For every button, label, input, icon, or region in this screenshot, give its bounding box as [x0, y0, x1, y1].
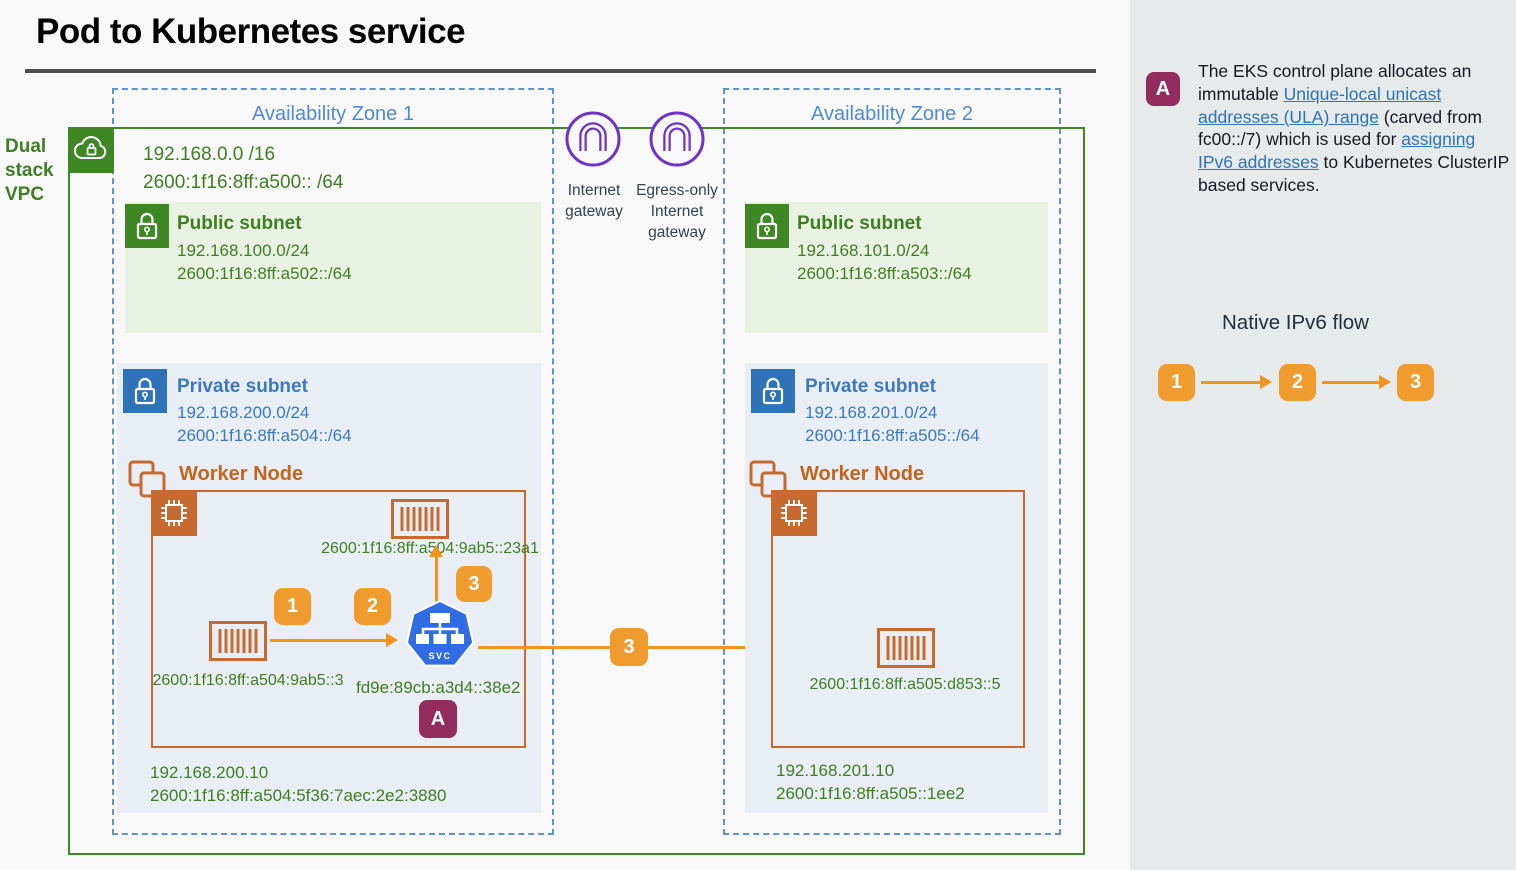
source-pod-address: 2600:1f16:8ff:a504:9ab5::3 — [152, 672, 344, 689]
subnet-ipv4: 192.168.200.0/24 — [177, 403, 310, 422]
cpu-chip-icon — [151, 490, 197, 536]
vpc-cloud-lock-icon — [68, 127, 114, 173]
internet-gateway-icon — [564, 110, 622, 173]
az2-node-ipv6: 2600:1f16:8ff:a505::1ee2 — [776, 784, 965, 803]
az2-pod-icon — [877, 628, 935, 673]
vpc-cidr-ipv6: 2600:1f16:8ff:a500:: /64 — [143, 172, 344, 193]
arrow-service-to-pod — [435, 556, 438, 604]
vpc-label: Dual stack VPC — [5, 136, 54, 205]
subnet-title: Public subnet — [177, 213, 302, 234]
arrow-pod-to-service-head — [386, 633, 398, 647]
egress-only-gateway-label: Egress-only Internet gateway — [636, 182, 718, 241]
az1-node-ipv6: 2600:1f16:8ff:a504:5f36:7aec:2e2:3880 — [150, 786, 447, 805]
kubernetes-service-icon: SVC — [402, 599, 478, 677]
subnet-ipv4: 192.168.100.0/24 — [177, 241, 310, 260]
subnet-title: Public subnet — [797, 213, 922, 234]
page-title: Pod to Kubernetes service — [36, 12, 466, 51]
az1-public-subnet: Public subnet 192.168.100.0/24 2600:1f16… — [125, 202, 541, 333]
subnet-title: Private subnet — [177, 376, 308, 397]
flow-arrow-2 — [1322, 381, 1380, 384]
flow-step-2-badge: 2 — [1279, 364, 1316, 401]
subnet-ipv4: 192.168.201.0/24 — [805, 403, 938, 422]
annotation-a-badge: A — [1146, 72, 1180, 106]
arrow-service-to-pod-head — [429, 545, 443, 557]
flow-step-1-badge: 1 — [1158, 364, 1195, 401]
service-cluster-ip: fd9e:89cb:a3d4::38e2 — [356, 678, 521, 697]
annotation-a-marker: A — [419, 700, 457, 738]
egress-only-internet-gateway-icon — [648, 110, 706, 173]
subnet-ipv6: 2600:1f16:8ff:a502::/64 — [177, 264, 352, 283]
subnet-ipv6: 2600:1f16:8ff:a505::/64 — [805, 426, 980, 445]
availability-zone-1: Availability Zone 1 — [112, 88, 554, 835]
az2-label: Availability Zone 2 — [811, 103, 973, 125]
service-icon-label: SVC — [428, 651, 451, 661]
public-subnet-lock-icon — [745, 204, 789, 248]
step-2-badge: 2 — [354, 588, 391, 625]
cpu-chip-icon — [771, 490, 817, 536]
vpc-cidr-block: 192.168.0.0 /16 2600:1f16:8ff:a500:: /64 — [143, 141, 343, 197]
flow-arrow-1-head — [1260, 375, 1272, 389]
arrow-service-to-az2-pod — [478, 646, 864, 649]
step-3-badge: 3 — [456, 566, 492, 602]
az2-node-ipv4: 192.168.201.10 — [776, 761, 895, 780]
arrow-pod-to-service — [270, 639, 388, 642]
note-paragraph: The EKS control plane allocates an immut… — [1198, 60, 1512, 197]
az2-worker-node-box — [771, 490, 1025, 748]
az2-private-subnet: Private subnet 192.168.201.0/24 2600:1f1… — [745, 363, 1048, 813]
public-subnet-lock-icon — [125, 204, 169, 248]
vpc-cidr-ipv4: 192.168.0.0 /16 — [143, 144, 276, 165]
internet-gateway-label: Internet gateway — [565, 182, 623, 220]
az2-pod-address: 2600:1f16:8ff:a505:d853::5 — [809, 676, 1001, 693]
az2-public-subnet: Public subnet 192.168.101.0/24 2600:1f16… — [745, 202, 1048, 333]
note-text-1: The EKS control plane allocates an immut… — [1198, 61, 1472, 104]
az2-worker-node-label: Worker Node — [800, 463, 925, 485]
az1-worker-node-label: Worker Node — [179, 463, 304, 485]
flow-arrow-2-head — [1379, 375, 1391, 389]
subnet-title: Private subnet — [805, 376, 936, 397]
assigning-ipv6-link[interactable]: assigning IPv6 addresses — [1198, 129, 1476, 173]
private-subnet-lock-icon — [751, 369, 795, 413]
ula-range-link[interactable]: Unique-local unicast addresses (ULA) ran… — [1198, 83, 1442, 127]
az1-label: Availability Zone 1 — [252, 103, 414, 125]
flow-arrow-1 — [1201, 381, 1261, 384]
note-text-3: to Kubernetes ClusterIP based services. — [1198, 152, 1509, 195]
subnet-ipv4: 192.168.101.0/24 — [797, 241, 930, 260]
destination-pod-icon — [391, 499, 449, 544]
note-text-2: (carved from fc00::/7) which is used for — [1198, 106, 1482, 150]
step-1-badge: 1 — [274, 588, 311, 625]
az1-worker-node-box — [151, 490, 526, 748]
az1-node-ipv4: 192.168.200.10 — [150, 763, 269, 782]
sidebar-panel: A The EKS control plane allocates an imm… — [1130, 0, 1516, 870]
flow-step-3-badge: 3 — [1397, 364, 1434, 401]
step-3-badge-inter-az: 3 — [610, 628, 648, 666]
title-divider — [25, 69, 1096, 73]
private-subnet-lock-icon — [123, 369, 167, 413]
subnet-ipv6: 2600:1f16:8ff:a504::/64 — [177, 426, 352, 445]
subnet-ipv6: 2600:1f16:8ff:a503::/64 — [797, 264, 972, 283]
source-pod-icon — [209, 621, 267, 666]
flow-title: Native IPv6 flow — [1222, 311, 1369, 334]
availability-zone-2: Availability Zone 2 — [723, 88, 1061, 835]
